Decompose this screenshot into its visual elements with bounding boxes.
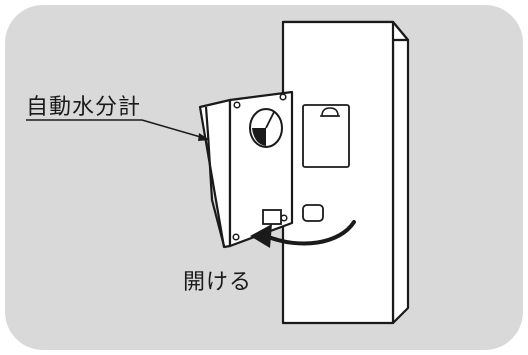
cabinet-window-latch: [321, 107, 339, 117]
meter-small-window: [262, 209, 282, 225]
meter-needle: [265, 111, 275, 129]
open-arrow-curve: [264, 220, 356, 246]
open-label: 開ける: [183, 270, 253, 295]
cabinet-front: [281, 20, 395, 325]
cabinet-side: [391, 20, 410, 325]
open-arrow-head: [250, 224, 272, 248]
screw-bottom-right: [280, 214, 288, 222]
cabinet-slot: [302, 204, 324, 222]
screw-top-right: [279, 93, 287, 101]
screw-top-left: [233, 101, 241, 109]
door-outer-edge: [204, 106, 226, 247]
leader-arrowhead: [198, 133, 210, 141]
meter-dot: [259, 133, 263, 137]
leader-line: [141, 119, 205, 139]
meter-label: 自動水分計: [26, 95, 142, 120]
meter-dial-shade: [252, 128, 266, 146]
cabinet-window: [302, 104, 350, 168]
screw-bottom-left: [232, 233, 240, 241]
